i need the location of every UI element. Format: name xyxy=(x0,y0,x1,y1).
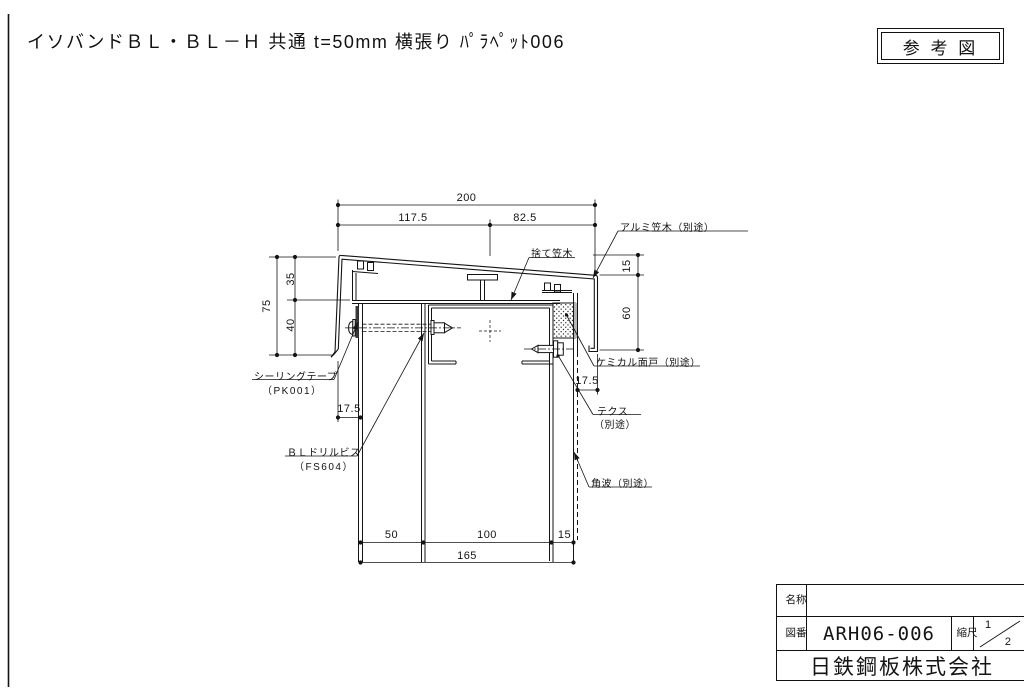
label-bl-screw-line1: ＢＬドリルビス xyxy=(287,447,361,459)
dim-60-right: 60 xyxy=(620,305,633,320)
dim-17-5-left: 17.5 xyxy=(337,402,361,415)
label-sealing-tape-line2: （PK001） xyxy=(262,385,323,397)
company-name: 日鉄鋼板株式会社 xyxy=(810,656,994,679)
scale-denominator: 2 xyxy=(1004,636,1011,648)
dim-50: 50 xyxy=(384,528,399,541)
reference-label: 参 考 図 xyxy=(881,32,1000,60)
scale-label-text: 縮尺 xyxy=(956,626,978,639)
parapet-assembly xyxy=(352,260,578,563)
dim-35: 35 xyxy=(284,271,297,286)
title-block-name-value xyxy=(807,585,1024,617)
dimension-lines xyxy=(269,199,644,565)
label-sute-kasagi: 捨て笠木 xyxy=(531,249,573,260)
fasteners xyxy=(345,319,573,358)
title-block-name-label: 名称 xyxy=(777,585,807,617)
dim-117-5: 117.5 xyxy=(398,211,428,224)
dim-15-right: 15 xyxy=(620,259,633,273)
label-tekusu-line1: テクス xyxy=(597,406,629,418)
reference-box: 参 考 図 xyxy=(877,28,1004,64)
label-chemical-mendo: ケミカル面戸（別途） xyxy=(596,357,701,369)
drawing-number: ARH06-006 xyxy=(807,617,952,651)
label-kakunami: 角波（別途） xyxy=(591,478,654,490)
dim-200: 200 xyxy=(456,191,477,204)
number-label-text: 図番 xyxy=(785,626,807,639)
label-alumi-kasagi: アルミ笠木（別途） xyxy=(620,223,715,234)
dim-17-5-right: 17.5 xyxy=(575,375,599,387)
scale-numerator: 1 xyxy=(985,619,992,631)
label-bl-screw-line2: （FS604） xyxy=(294,461,354,473)
dim-100: 100 xyxy=(477,528,497,541)
title-block-number-label: 図番 xyxy=(777,617,807,651)
scale-value: 1 2 xyxy=(974,617,1024,651)
dim-165: 165 xyxy=(457,549,477,562)
label-tekusu-line2: （別途） xyxy=(594,420,636,431)
title-block: 名称 図番 ARH06-006 縮尺 1 2 日鉄鋼板株式会社 xyxy=(776,584,1024,681)
dim-15-bottom: 15 xyxy=(557,528,572,541)
name-label-text: 名称 xyxy=(785,593,807,606)
dim-82-5: 82.5 xyxy=(513,211,537,224)
leader-lines xyxy=(252,230,748,488)
label-sealing-tape-line1: シーリングテープ xyxy=(254,372,338,383)
scale-fraction-slash xyxy=(979,620,1021,648)
dim-40: 40 xyxy=(284,317,297,332)
drawing-title: イソバンドＢＬ・ＢＬ－Ｈ 共通 t=50mm 横張り ﾊﾟﾗﾍﾟｯﾄ006 xyxy=(27,32,565,52)
title-block-scale-label: 縮尺 xyxy=(952,617,978,651)
dim-75: 75 xyxy=(260,299,273,313)
